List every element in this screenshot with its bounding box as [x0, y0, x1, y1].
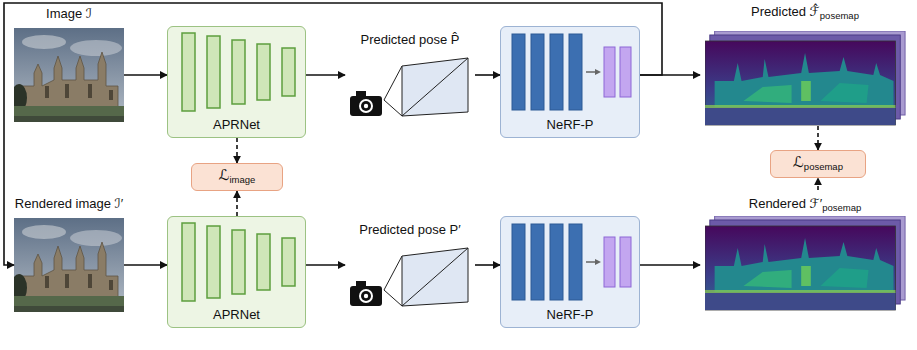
nerf-layers — [512, 224, 631, 300]
label-group: APRNet — [213, 117, 260, 133]
aprnet-layers — [182, 33, 295, 111]
label-group: Predicted pose P̂ — [360, 32, 459, 48]
flow-arrow — [124, 264, 167, 266]
node-label: Rendered image ℐ′ — [15, 196, 123, 211]
label-group: Rendered ℱ′posemap — [749, 196, 861, 216]
posemap-image — [705, 31, 905, 125]
network-fill — [167, 216, 306, 328]
node-label: ℒ — [793, 153, 804, 170]
network-box: APRNet — [167, 216, 306, 328]
loss-arrow — [817, 126, 819, 150]
pose-figure — [350, 248, 468, 306]
loss-arrow — [817, 178, 819, 190]
label-group: APRNet — [213, 307, 260, 323]
flow-arrow — [124, 74, 167, 76]
flow-arrow — [475, 74, 500, 76]
input-image: Image ℐ — [14, 6, 124, 122]
node-label: Predicted pose P̂ — [360, 32, 459, 47]
loss-box: ℒimage — [191, 163, 283, 191]
loss-arrow — [236, 191, 238, 216]
network-box: NeRF-P — [500, 26, 640, 138]
input-photo — [11, 28, 124, 122]
label-group: Predicted ℱ̂posemap — [751, 4, 859, 24]
node-label: NeRF-P — [547, 307, 594, 322]
label-group: NeRF-P — [547, 117, 594, 133]
label-group: Image ℐ — [46, 6, 92, 22]
network-fill — [167, 26, 306, 138]
label-group: Rendered image ℐ′ — [15, 196, 123, 212]
network-box: NeRF-P — [500, 216, 640, 328]
loss-arrow — [236, 138, 238, 163]
node-label: APRNet — [213, 307, 260, 322]
pose-frustum: Predicted pose P′ — [345, 216, 475, 316]
flow-arrow — [306, 264, 345, 266]
node-label: Predicted pose P′ — [359, 222, 460, 237]
aprnet-layers — [182, 223, 295, 301]
flow-arrow — [306, 74, 345, 76]
node-label: NeRF-P — [547, 117, 594, 132]
label-group: ℒimage — [219, 167, 256, 188]
node-label: Image ℐ — [46, 6, 92, 21]
node-label: Rendered ℱ′ — [749, 196, 822, 211]
label-group: Predicted pose P′ — [359, 222, 460, 238]
subscript-label: posemap — [822, 202, 861, 213]
subscript-label: posemap — [820, 10, 859, 21]
flow-arrow — [640, 264, 700, 266]
network-box: APRNet — [167, 26, 306, 138]
node-label: ℒ — [219, 166, 230, 183]
rendered-photo — [11, 218, 124, 312]
pose-figure — [350, 58, 468, 116]
pose-frustum: Predicted pose P̂ — [345, 26, 475, 126]
network-fill — [500, 26, 640, 138]
posemap-stack: Predicted ℱ̂posemap — [700, 4, 910, 126]
network-fill — [500, 216, 640, 328]
loss-box: ℒposemap — [770, 150, 866, 178]
nerf-layers — [512, 34, 631, 110]
label-group: ℒposemap — [793, 154, 843, 175]
label-group: NeRF-P — [547, 307, 594, 323]
flow-arrow — [475, 264, 500, 266]
subscript-label: image — [229, 174, 255, 185]
subscript-label: posemap — [804, 161, 843, 172]
node-label: APRNet — [213, 117, 260, 132]
rendered-image: Rendered image ℐ′ — [14, 196, 124, 312]
posemap-stack: Rendered ℱ′posemap — [700, 190, 910, 316]
posemap-image — [705, 216, 905, 310]
feedback-arrow — [4, 3, 662, 265]
node-label: Predicted ℱ̂ — [751, 4, 820, 19]
